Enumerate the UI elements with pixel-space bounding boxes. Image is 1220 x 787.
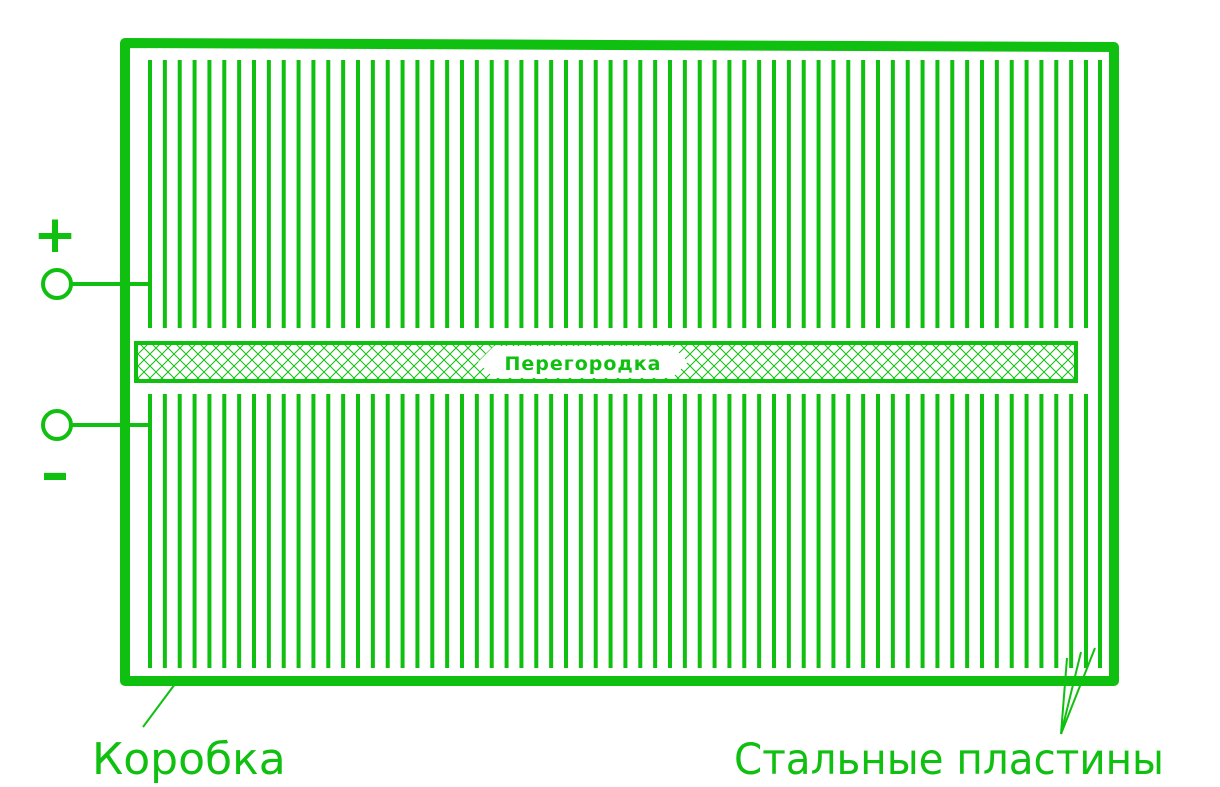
box-callout: Коробка bbox=[92, 683, 286, 785]
positive-sign: + bbox=[33, 205, 77, 265]
plates-callout-leader-1 bbox=[1060, 657, 1068, 735]
separator: Перегородка bbox=[134, 341, 1078, 383]
negative-terminal[interactable]: – bbox=[41, 409, 149, 506]
battery-box bbox=[120, 38, 1119, 686]
separator-label-chevron-right bbox=[672, 346, 688, 378]
steel-plates-bottom bbox=[148, 394, 1088, 668]
positive-terminal[interactable]: + bbox=[33, 205, 149, 300]
box-label: Коробка bbox=[92, 734, 286, 785]
separator-label: Перегородка bbox=[505, 353, 662, 375]
plates-label: Стальные пластины bbox=[734, 735, 1164, 785]
separator-label-chevron-left bbox=[478, 346, 494, 378]
circle-terminal-icon bbox=[41, 268, 73, 300]
box-callout-leader bbox=[142, 683, 176, 728]
plates-callout-leader-2 bbox=[1060, 651, 1082, 735]
steel-plates-top bbox=[148, 60, 1102, 668]
separator-label-box bbox=[494, 346, 672, 378]
circle-terminal-icon bbox=[41, 409, 73, 441]
plates-callout: Стальные пластины bbox=[734, 647, 1164, 785]
plates-callout-leader-3 bbox=[1060, 647, 1096, 735]
negative-sign: – bbox=[41, 441, 69, 506]
